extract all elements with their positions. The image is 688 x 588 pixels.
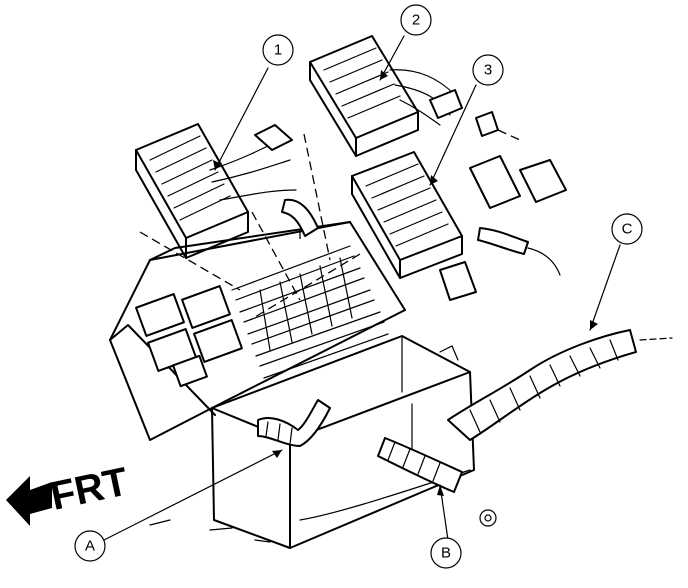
routing-lines — [139, 129, 521, 321]
harness-a — [257, 399, 331, 447]
front-label: FRT — [47, 460, 132, 519]
callout-b: B — [430, 537, 462, 569]
callout-2: 2 — [400, 4, 432, 36]
fuse-block — [109, 221, 406, 441]
callout-3-label: 3 — [484, 62, 492, 79]
callout-1-label: 1 — [274, 42, 282, 59]
callout-a-label: A — [85, 538, 95, 555]
callout-a: A — [74, 530, 106, 562]
harness-b — [377, 437, 463, 493]
front-direction-indicator: FRT — [6, 460, 132, 526]
callout-c: C — [611, 213, 643, 245]
connector-2 — [309, 35, 463, 157]
fuse-box-base — [149, 335, 497, 549]
connector-1 — [135, 123, 319, 259]
callout-b-label: B — [441, 545, 451, 562]
callout-c-label: C — [622, 221, 633, 238]
front-arrow-icon — [6, 476, 52, 526]
callout-3: 3 — [472, 54, 504, 86]
connector-3 — [351, 111, 567, 301]
callout-2-label: 2 — [412, 12, 420, 29]
leader-lines — [103, 35, 621, 541]
callout-1: 1 — [262, 34, 294, 66]
harness-c — [447, 329, 673, 441]
